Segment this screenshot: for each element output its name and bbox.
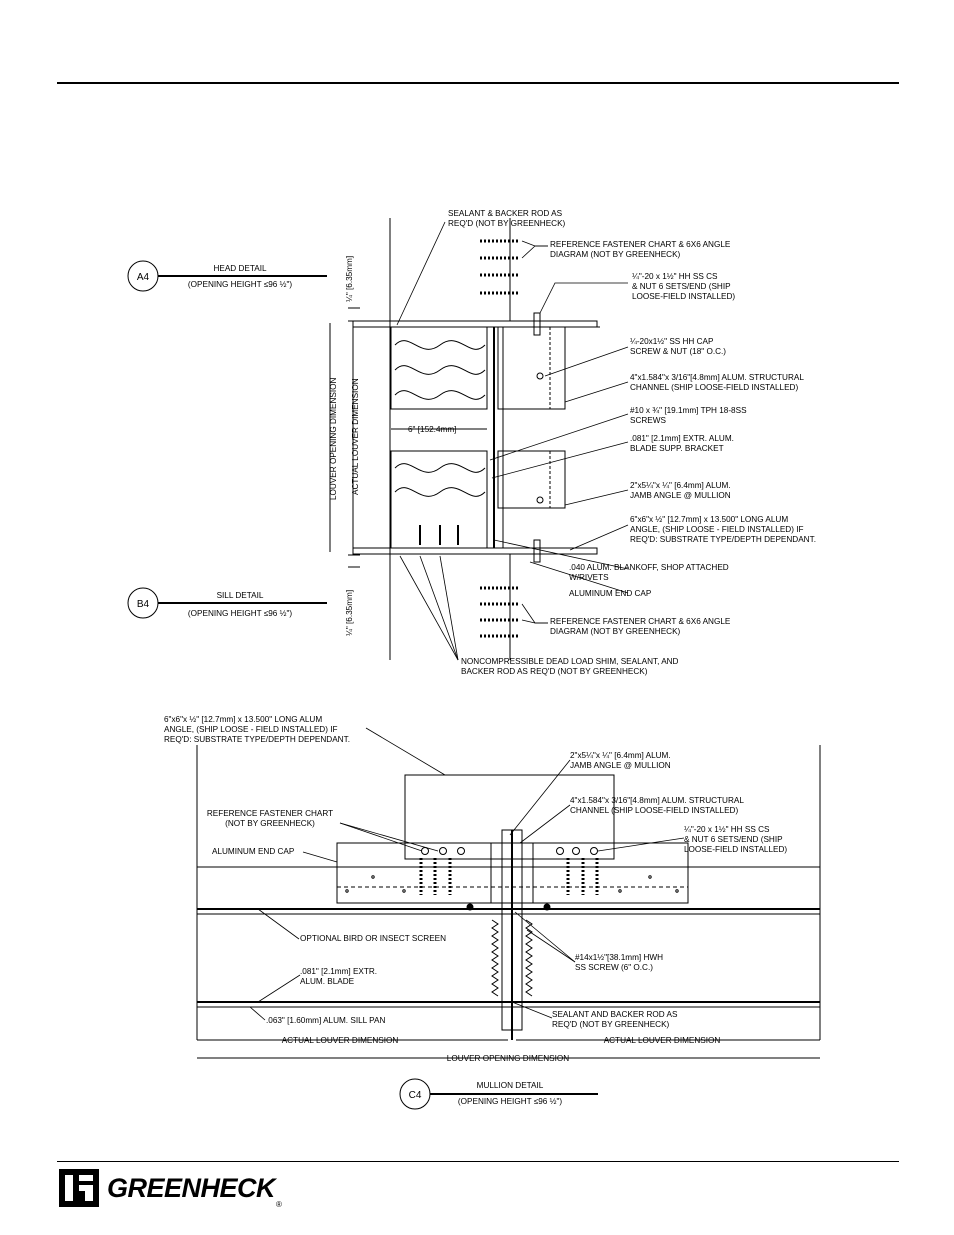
- callout-hh-cs-line-2: & NUT 6 SETS/END (SHIP: [632, 282, 731, 291]
- mullion-callout-ref-fastener-line-1: REFERENCE FASTENER CHART: [207, 809, 333, 818]
- footer-rule: [57, 1161, 899, 1162]
- mullion-detail-subtitle: (OPENING HEIGHT ≤96 ½"): [458, 1097, 562, 1106]
- mullion-callout-hh-cs-line-2: & NUT 6 SETS/END (SHIP: [684, 835, 783, 844]
- dim-top-gap-label: ¼" [6.35mm]: [345, 256, 354, 302]
- mullion-callout-hh-cs-line-3: LOOSE-FIELD INSTALLED): [684, 845, 787, 854]
- callout-jamb-line-1: 2"x5¼"x ¼" [6.4mm] ALUM.: [630, 481, 731, 490]
- louver-frame-top: [390, 326, 488, 410]
- callout-bracket-line-2: BLADE SUPP. BRACKET: [630, 444, 724, 453]
- callout-long-angle-line-2: ANGLE, (SHIP LOOSE - FIELD INSTALLED) IF: [630, 525, 804, 534]
- louver-frame-bottom: [390, 450, 488, 549]
- tag-c4-label: C4: [409, 1090, 422, 1101]
- dim-louver-opening-label: LOUVER OPENING DIMENSION: [329, 378, 338, 500]
- callout-jamb-line-2: JAMB ANGLE @ MULLION: [630, 491, 731, 500]
- fasteners-top: [480, 239, 520, 295]
- callout-ref-fastener-line-1: REFERENCE FASTENER CHART & 6X6 ANGLE: [550, 240, 731, 249]
- callout-screws-line-2: SCREWS: [630, 416, 666, 425]
- mullion-callout-jamb-line-2: JAMB ANGLE @ MULLION: [570, 761, 671, 770]
- coil-left: [491, 919, 499, 997]
- channel-top: [497, 326, 566, 410]
- dim-actual-left-label: ACTUAL LOUVER DIMENSION: [282, 1036, 399, 1045]
- mullion-callout-blade-line-1: .081" [2.1mm] EXTR.: [300, 967, 377, 976]
- mullion-callout-channel-line-1: 4"x1.584"x 3/16"[4.8mm] ALUM. STRUCTURAL: [570, 796, 744, 805]
- head-detail-subtitle: (OPENING HEIGHT ≤96 ½"): [188, 280, 292, 289]
- mullion-callout-long-angle-line-3: REQ'D: SUBSTRATE TYPE/DEPTH DEPENDANT.: [164, 735, 350, 744]
- callout-long-angle-line-1: 6"x6"x ½" [12.7mm] x 13.500" LONG ALUM: [630, 515, 788, 524]
- callout-bracket-line-1: .081" [2.1mm] EXTR. ALUM.: [630, 434, 734, 443]
- head-detail-title: HEAD DETAIL: [213, 264, 267, 273]
- callout-blankoff-line-1: .040 ALUM. BLANKOFF, SHOP ATTACHED: [569, 563, 729, 572]
- tag-b4-label: B4: [137, 599, 150, 610]
- leader-lines-mullion: [249, 727, 685, 1021]
- callout-cap-screw-line-1: ¼-20x1½" SS HH CAP: [630, 337, 714, 346]
- callout-hh-cs-line-1: ¼"-20 x 1½" HH SS CS: [632, 272, 718, 281]
- callout-sealant-backer-line-1: SEALANT & BACKER ROD AS: [448, 209, 563, 218]
- header-rule: [57, 82, 899, 84]
- mullion-callout-screen-line-1: OPTIONAL BIRD OR INSECT SCREEN: [300, 934, 446, 943]
- blade-4: [394, 463, 486, 473]
- mullion-callout-ref-fastener-line-2: (NOT BY GREENHECK): [225, 819, 315, 828]
- sill-detail-subtitle: (OPENING HEIGHT ≤96 ½"): [188, 609, 292, 618]
- long-angle-outline: [404, 774, 615, 860]
- callout-cap-screw-line-2: SCREW & NUT (18" O.C.): [630, 347, 726, 356]
- callout-long-angle-line-3: REQ'D: SUBSTRATE TYPE/DEPTH DEPENDANT.: [630, 535, 816, 544]
- dim-bottom-gap-label: ¼" [6.35mm]: [345, 590, 354, 636]
- callout-channel-line-1: 4"x1.584"x 3/16"[4.8mm] ALUM. STRUCTURAL: [630, 373, 804, 382]
- mullion-callout-channel-line-2: CHANNEL (SHIP LOOSE-FIELD INSTALLED): [570, 806, 738, 815]
- leader-lines-head: [396, 221, 629, 661]
- greenheck-mark-icon: [59, 1169, 99, 1207]
- brand-name: GREENHECK: [107, 1172, 276, 1203]
- mullion-detail-title: MULLION DETAIL: [477, 1081, 544, 1090]
- dim-six-inch-label: 6" [152.4mm]: [408, 425, 456, 434]
- sill-detail-title: SILL DETAIL: [217, 591, 264, 600]
- mullion-callout-long-angle-line-2: ANGLE, (SHIP LOOSE - FIELD INSTALLED) IF: [164, 725, 338, 734]
- callout-end-cap-line-1: ALUMINUM END CAP: [569, 589, 652, 598]
- blade-5: [394, 487, 486, 497]
- mullion-callout-hwh-line-2: SS SCREW (6" O.C.): [575, 963, 653, 972]
- mullion-callout-long-angle-line-1: 6"x6"x ½" [12.7mm] x 13.500" LONG ALUM: [164, 715, 322, 724]
- callout-screws-line-1: #10 x ¾" [19.1mm] TPH 18-8SS: [630, 406, 747, 415]
- callout-hh-cs-line-3: LOOSE-FIELD INSTALLED): [632, 292, 735, 301]
- mullion-callout-jamb-line-1: 2"x5¼"x ¼" [6.4mm] ALUM.: [570, 751, 671, 760]
- mullion-callout-sealant-line-1: SEALANT AND BACKER ROD AS: [552, 1010, 678, 1019]
- channel-bottom: [497, 450, 566, 509]
- callout-ref-fastener-2-line-2: DIAGRAM (NOT BY GREENHECK): [550, 627, 681, 636]
- callout-shim-line-1: NONCOMPRESSIBLE DEAD LOAD SHIM, SEALANT,…: [461, 657, 679, 666]
- mullion-callout-hh-cs-line-1: ¼"-20 x 1½" HH SS CS: [684, 825, 770, 834]
- dim-opening-label: LOUVER OPENING DIMENSION: [447, 1054, 569, 1063]
- dim-actual-right-label: ACTUAL LOUVER DIMENSION: [604, 1036, 721, 1045]
- callout-shim-line-2: BACKER ROD AS REQ'D (NOT BY GREENHECK): [461, 667, 648, 676]
- registered-mark: ®: [276, 1200, 282, 1209]
- fasteners-bottom: [480, 586, 520, 638]
- callout-channel-line-2: CHANNEL (SHIP LOOSE-FIELD INSTALLED): [630, 383, 798, 392]
- blade-1: [394, 340, 486, 350]
- callout-ref-fastener-2-line-1: REFERENCE FASTENER CHART & 6X6 ANGLE: [550, 617, 731, 626]
- mullion-callout-blade-line-2: ALUM. BLADE: [300, 977, 355, 986]
- mullion-callout-hwh-line-1: #14x1½"[38.1mm] HWH: [575, 953, 663, 962]
- tag-a4-label: A4: [137, 272, 150, 283]
- callout-blankoff-line-2: W/RIVETS: [569, 573, 609, 582]
- dim-actual-louver-label: ACTUAL LOUVER DIMENSION: [351, 378, 360, 495]
- callout-sealant-backer-line-2: REQ'D (NOT BY GREENHECK): [448, 219, 566, 228]
- blade-3: [394, 390, 486, 400]
- blade-2: [394, 365, 486, 375]
- mullion-callout-sealant-line-2: REQ'D (NOT BY GREENHECK): [552, 1020, 670, 1029]
- mullion-callout-end-cap-line-1: ALUMINUM END CAP: [212, 847, 295, 856]
- greenheck-logo: GREENHECK ®: [57, 1167, 282, 1209]
- mullion-callout-sill-pan-line-1: .063" [1.60mm] ALUM. SILL PAN: [266, 1016, 385, 1025]
- callout-ref-fastener-line-2: DIAGRAM (NOT BY GREENHECK): [550, 250, 681, 259]
